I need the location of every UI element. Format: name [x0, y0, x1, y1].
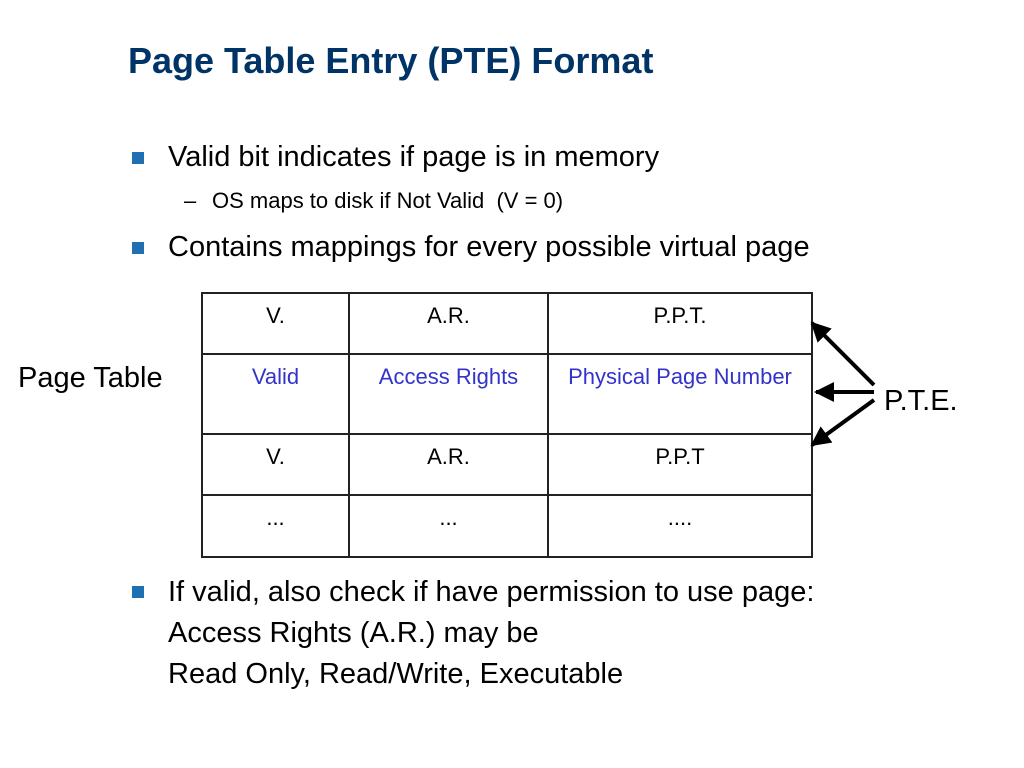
page-table-label: Page Table: [18, 362, 163, 394]
table-cell: ....: [547, 494, 813, 558]
sub-bullet-dash: –: [184, 188, 197, 213]
bullet-if-valid-line-2: Access Rights (A.R.) may be: [168, 617, 539, 649]
table-cell: Physical Page Number: [547, 353, 813, 435]
bullet-marker: [132, 586, 144, 598]
arrow-to-row-3: [810, 398, 876, 447]
bullet-if-valid-line-3: Read Only, Read/Write, Executable: [168, 658, 624, 690]
bullet-contains-mappings: Contains mappings for every possible vir…: [168, 231, 810, 263]
table-cell: V.: [201, 433, 350, 496]
bullet-if-valid: If valid, also check if have permission …: [168, 576, 815, 608]
arrow-to-row-1: [810, 321, 876, 387]
bullet-marker: [132, 152, 144, 164]
table-cell: A.R.: [348, 292, 549, 355]
page-table: V. A.R. P.P.T. Valid Access Rights Physi…: [201, 292, 813, 558]
table-cell: P.P.T: [547, 433, 813, 496]
table-cell: ...: [348, 494, 549, 558]
table-cell: V.: [201, 292, 350, 355]
table-cell: ...: [201, 494, 350, 558]
table-row: V. A.R. P.P.T: [201, 433, 813, 496]
slide-title: Page Table Entry (PTE) Format: [128, 40, 654, 81]
table-cell: P.P.T.: [547, 292, 813, 355]
table-row-pte: Valid Access Rights Physical Page Number: [201, 353, 813, 435]
bullet-valid-bit: Valid bit indicates if page is in memory: [168, 141, 660, 173]
table-cell: A.R.: [348, 433, 549, 496]
bullet-marker: [132, 242, 144, 254]
table-cell: Valid: [201, 353, 350, 435]
pte-label: P.T.E.: [884, 385, 958, 417]
table-cell: Access Rights: [348, 353, 549, 435]
table-row: V. A.R. P.P.T.: [201, 292, 813, 355]
table-row: ... ... ....: [201, 494, 813, 558]
sub-bullet-os-maps: OS maps to disk if Not Valid (V = 0): [212, 188, 564, 213]
